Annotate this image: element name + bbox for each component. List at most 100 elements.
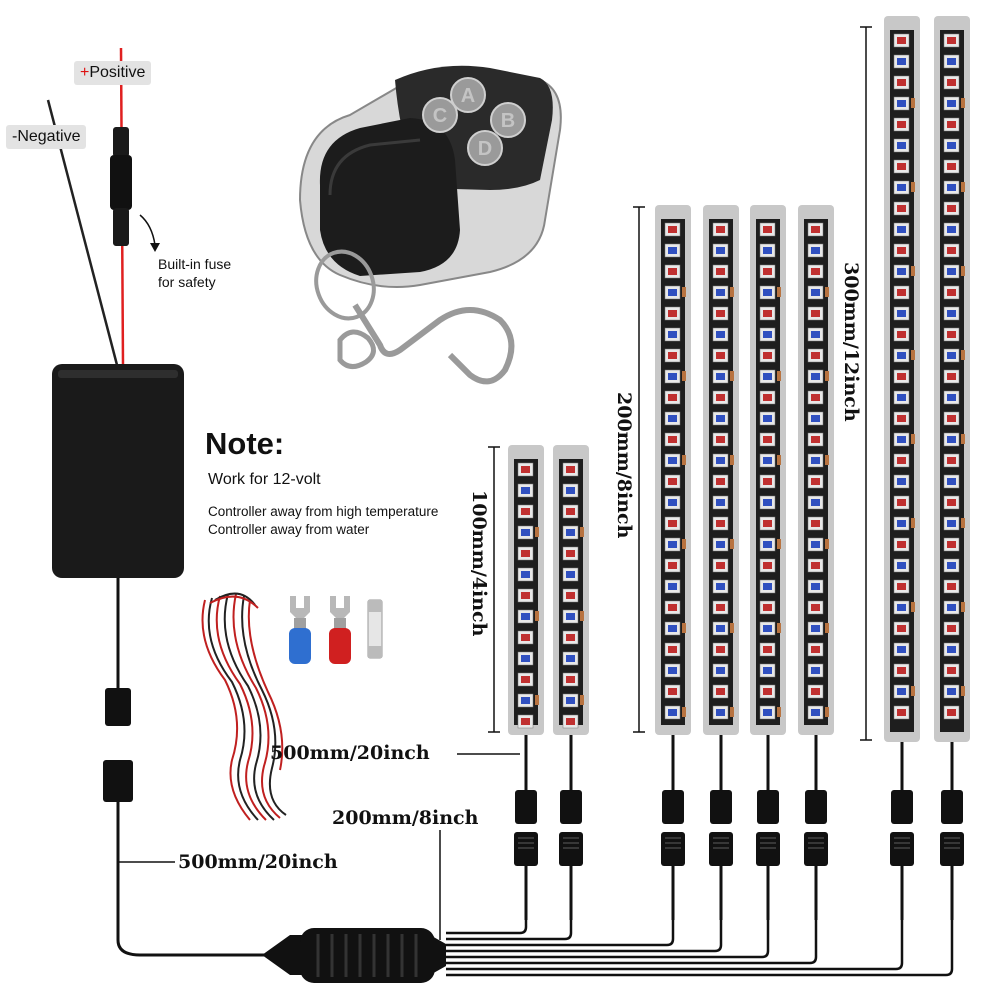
led-die [566, 508, 575, 515]
branch-wire [446, 920, 573, 941]
led-die [566, 487, 575, 494]
fuse-note-line1: Built-in fuse [158, 256, 232, 272]
strip-resistor [911, 182, 915, 192]
branch-wire [446, 920, 770, 959]
led-die [947, 436, 956, 443]
led-die [566, 529, 575, 536]
strip-resistor [730, 455, 734, 465]
led-die [811, 415, 820, 422]
led-die [763, 667, 772, 674]
strip-socket [709, 832, 733, 866]
strip-resistor [825, 371, 829, 381]
strip-leads [446, 735, 964, 977]
led-die [716, 373, 725, 380]
led-die [811, 352, 820, 359]
strip-resistor [682, 455, 686, 465]
negative-label: -Negative [6, 125, 87, 149]
strip-resistor [535, 611, 539, 621]
led-die [811, 268, 820, 275]
led-die [897, 499, 906, 506]
led-die [897, 310, 906, 317]
led-die [668, 499, 677, 506]
controller-highlight [58, 370, 178, 378]
remote-button-label: C [433, 105, 447, 127]
led-strip [553, 445, 589, 735]
led-die [668, 415, 677, 422]
dimension-long-strip [860, 26, 872, 741]
strip-plug [662, 790, 684, 824]
led-die [763, 646, 772, 653]
led-strip [750, 205, 786, 735]
strip-resistor [961, 350, 965, 360]
led-die [897, 709, 906, 716]
led-die [897, 352, 906, 359]
led-die [947, 457, 956, 464]
strip-resistor [825, 623, 829, 633]
red-spade-terminal [329, 596, 351, 664]
led-die [897, 688, 906, 695]
branch-wire [446, 920, 528, 935]
led-die [716, 688, 725, 695]
led-die [763, 709, 772, 716]
note-line: Controller away from water [208, 522, 370, 537]
strip-socket [756, 832, 780, 866]
led-die [811, 520, 820, 527]
led-die [811, 331, 820, 338]
led-die [947, 37, 956, 44]
led-die [947, 415, 956, 422]
led-die [763, 415, 772, 422]
strip-plug [891, 790, 913, 824]
controller-plug [105, 688, 131, 726]
led-die [947, 373, 956, 380]
led-die [716, 352, 725, 359]
led-die [897, 667, 906, 674]
led-die [763, 331, 772, 338]
led-die [668, 688, 677, 695]
note-title: Note: [205, 426, 285, 461]
led-die [668, 478, 677, 485]
led-die [763, 352, 772, 359]
led-die [521, 718, 530, 725]
led-die [668, 247, 677, 254]
led-die [521, 571, 530, 578]
led-die [897, 604, 906, 611]
led-die [897, 205, 906, 212]
controller-box [52, 364, 184, 578]
led-die [947, 142, 956, 149]
led-die [716, 331, 725, 338]
branch-wire [446, 920, 723, 953]
strip-socket [804, 832, 828, 866]
led-die [668, 436, 677, 443]
strip-pcb [804, 219, 828, 725]
led-strip [508, 445, 544, 735]
strip-socket [661, 832, 685, 866]
led-die [668, 352, 677, 359]
strip-resistor [911, 98, 915, 108]
led-die [763, 478, 772, 485]
led-die [763, 604, 772, 611]
branch-wire [446, 920, 904, 971]
led-strip [655, 205, 691, 735]
remote-button-label: D [478, 138, 492, 160]
strip-resistor [730, 707, 734, 717]
led-die [947, 667, 956, 674]
note-line: Controller away from high temperature [208, 504, 439, 519]
led-die [897, 436, 906, 443]
led-die [897, 457, 906, 464]
led-die [897, 394, 906, 401]
led-strip [934, 16, 970, 742]
led-die [763, 562, 772, 569]
medium-strip-length-label: 200mm/8inch [613, 392, 635, 539]
led-die [521, 508, 530, 515]
led-die [811, 688, 820, 695]
led-die [947, 352, 956, 359]
led-die [668, 457, 677, 464]
led-die [566, 466, 575, 473]
led-die [521, 487, 530, 494]
strip-socket [940, 832, 964, 866]
strip-plug [805, 790, 827, 824]
strip-resistor [777, 707, 781, 717]
led-die [947, 247, 956, 254]
led-die [763, 625, 772, 632]
